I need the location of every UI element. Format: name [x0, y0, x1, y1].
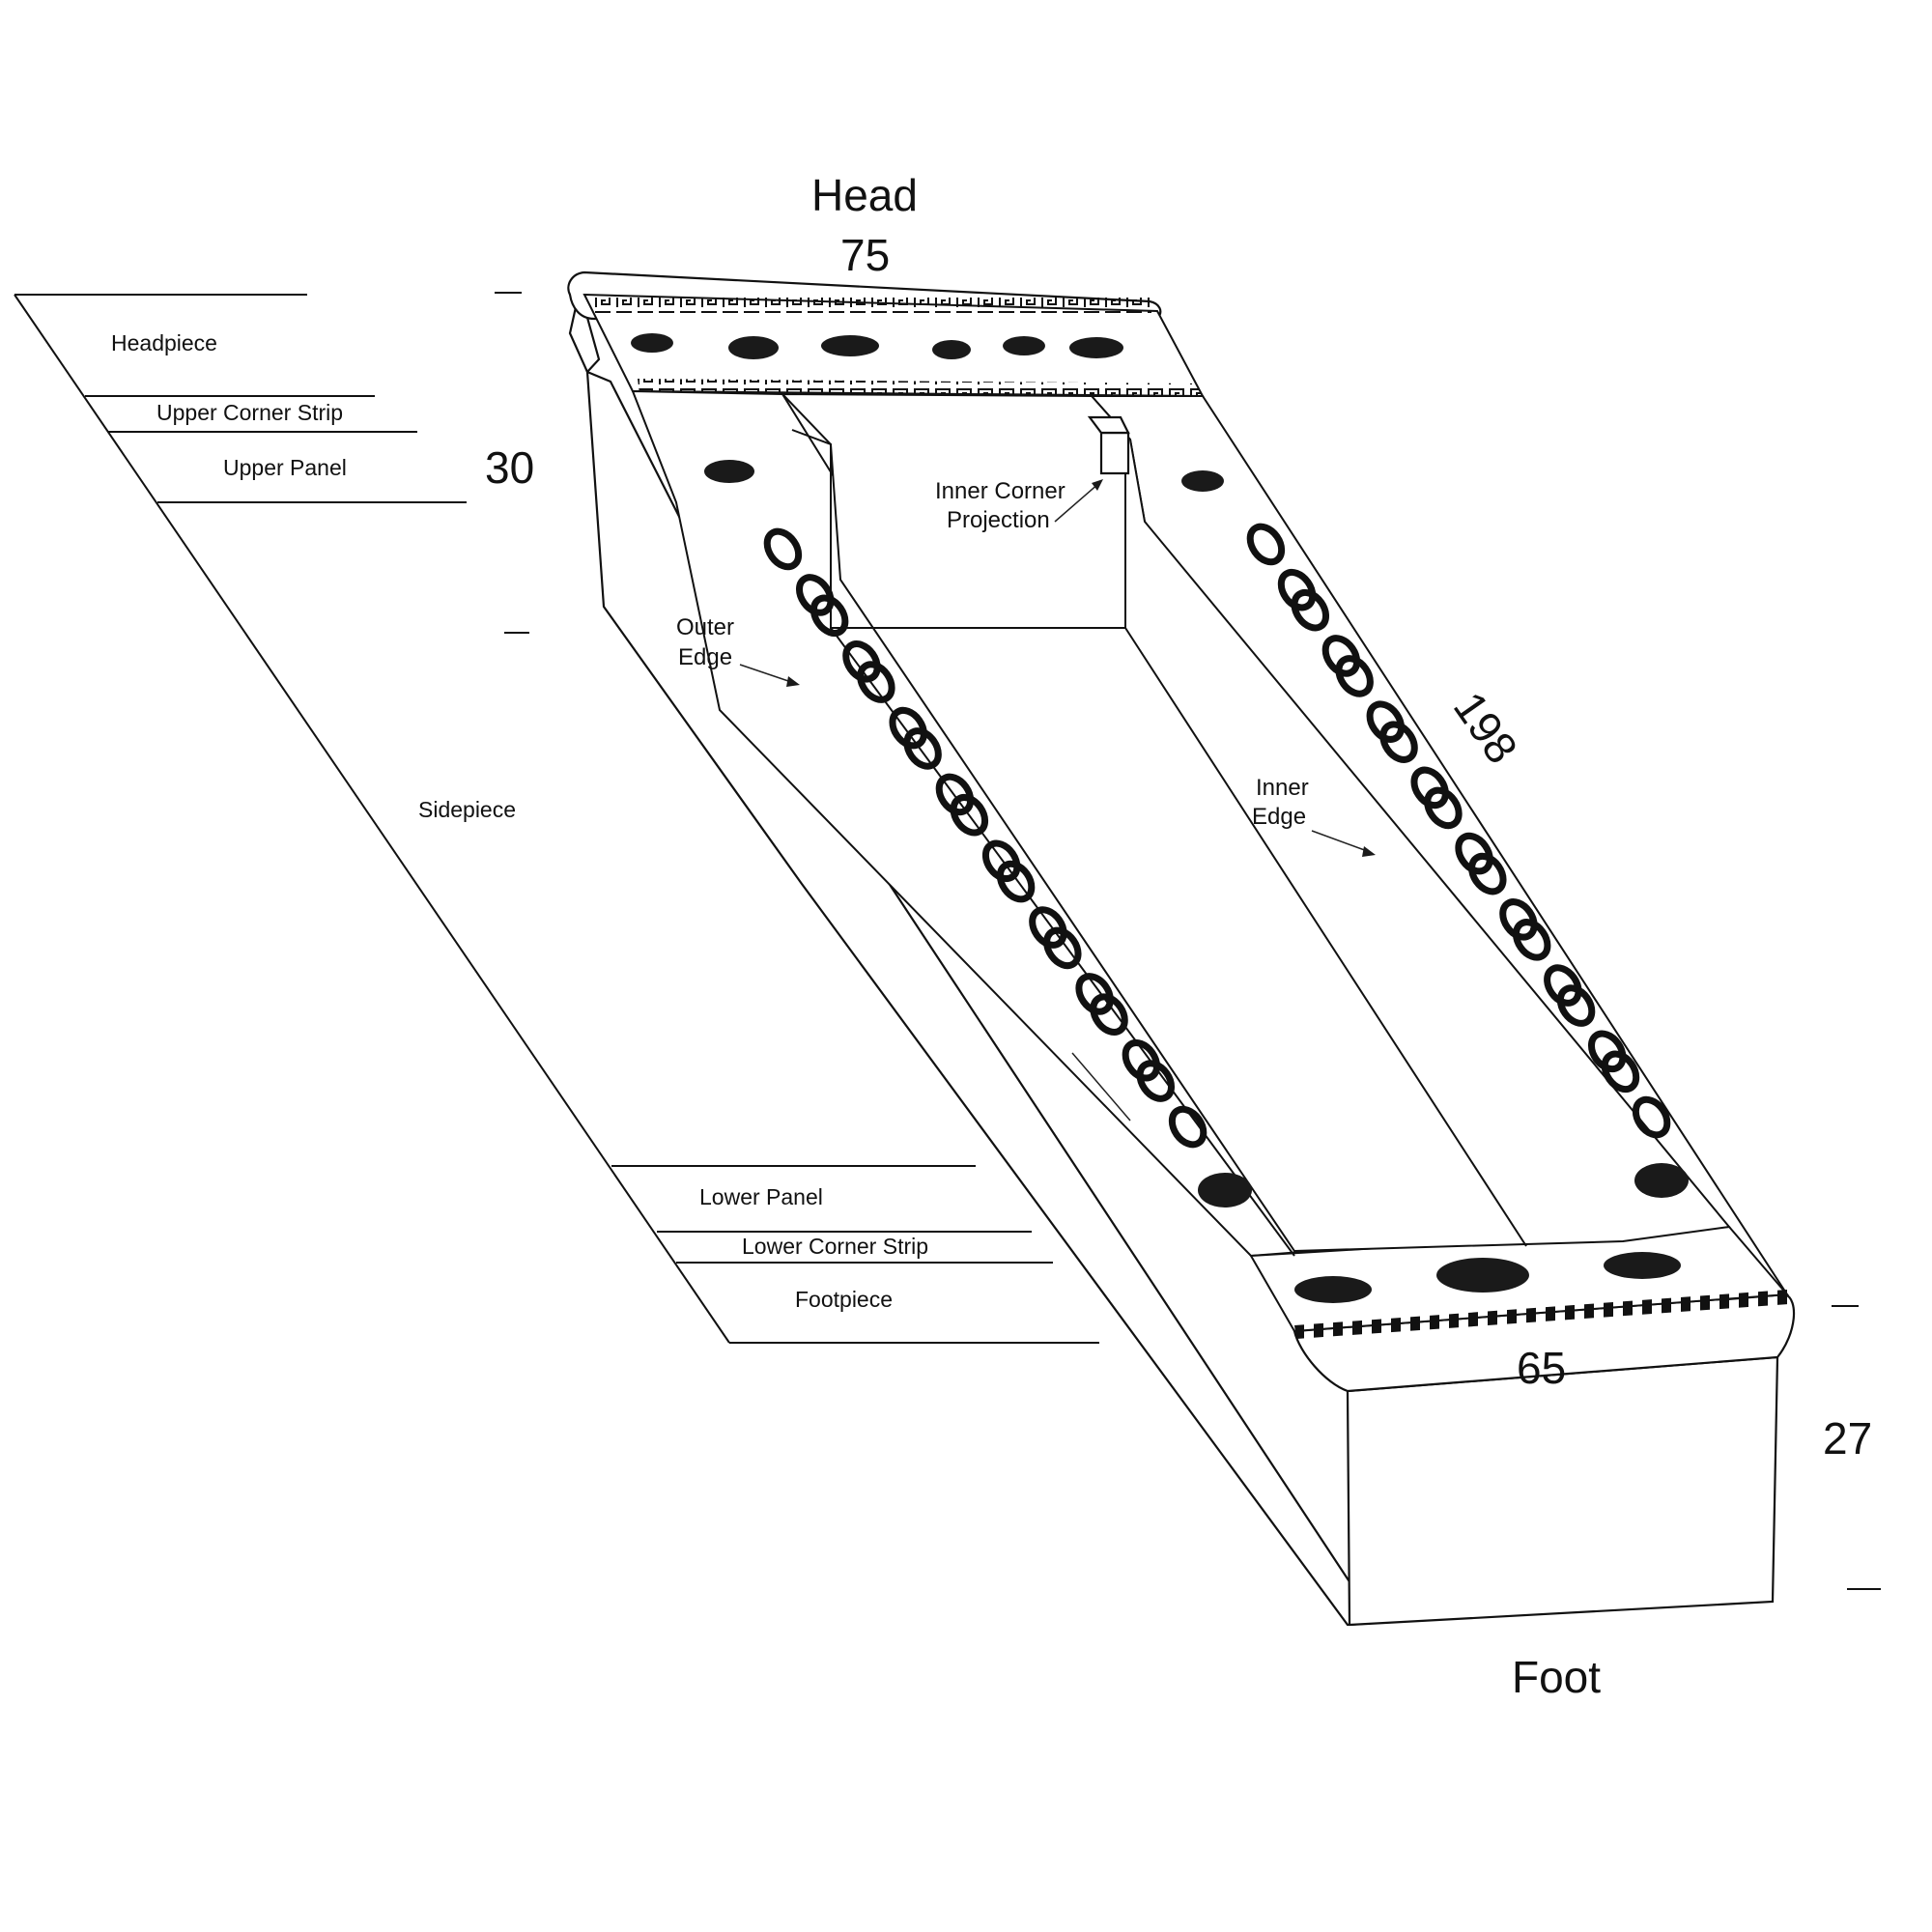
right-guilloche-loop — [1544, 964, 1582, 1007]
right-guilloche-loop — [1556, 984, 1596, 1027]
right-guilloche-loop — [1499, 898, 1538, 941]
right-guilloche-loop — [1468, 852, 1507, 895]
left-guilloche-loop — [763, 527, 803, 571]
foot-frieze-animal — [1294, 1276, 1372, 1303]
label-foot: Foot — [1512, 1652, 1601, 1702]
callout-inner-corner-line1: Inner Corner — [935, 478, 1065, 504]
callout-inner-corner-line2: Projection — [947, 507, 1050, 533]
label-headpiece: Headpiece — [111, 330, 217, 355]
part-leader-diagram: Headpiece Upper Corner Strip Upper Panel… — [14, 294, 1099, 1344]
label-head: Head — [811, 170, 918, 220]
right-guilloche-loop — [1291, 588, 1330, 632]
right-guilloche-loop — [1424, 786, 1463, 830]
lower-panel-animal — [1198, 1173, 1252, 1208]
leader-diagonal — [14, 294, 730, 1344]
head-frieze-figure — [1069, 337, 1123, 358]
right-guilloche-loop — [1246, 523, 1286, 566]
decoration — [631, 333, 1689, 1303]
left-guilloche-loop — [1136, 1060, 1176, 1102]
dimension-head-width: 75 — [840, 230, 890, 280]
sarcophagus-body — [567, 270, 1796, 1627]
left-guilloche-loop — [842, 640, 881, 683]
callout-outer-edge-arrowhead — [786, 676, 800, 687]
foot-molding — [1293, 1293, 1796, 1393]
callouts: Inner Corner Projection Outer Edge Inner… — [676, 478, 1376, 857]
inner-corner-projection-top — [1087, 415, 1130, 435]
left-guilloche-loop — [981, 839, 1021, 883]
label-lower-panel: Lower Panel — [699, 1184, 823, 1209]
callout-inner-edge-line1: Inner — [1256, 775, 1309, 801]
head-frieze-figure — [932, 340, 971, 359]
label-sidepiece: Sidepiece — [418, 797, 516, 822]
inner-corner-projection-block — [1099, 431, 1130, 475]
left-guilloche-loop — [1168, 1105, 1208, 1149]
label-upper-panel: Upper Panel — [223, 455, 347, 480]
upper-panel-animal — [704, 460, 754, 483]
foot-frieze-animal — [1436, 1258, 1529, 1293]
left-guilloche-loop — [1029, 906, 1067, 949]
label-upper-corner-strip: Upper Corner Strip — [156, 400, 343, 425]
dimension-length: 198 — [1444, 683, 1528, 773]
head-frieze-figure — [821, 335, 879, 356]
right-guilloche-loop — [1335, 655, 1374, 697]
callout-outer-edge-line1: Outer — [676, 614, 734, 640]
dimension-height-head: 30 — [485, 442, 534, 493]
top-rim — [582, 293, 1790, 1339]
right-guilloche-loop — [1601, 1050, 1640, 1094]
left-guilloche-loop — [1075, 973, 1114, 1015]
label-footpiece: Footpiece — [795, 1287, 893, 1312]
headpiece-meander-bottom — [638, 379, 1202, 397]
right-guilloche-loop — [1410, 766, 1449, 810]
head-frieze-figure — [631, 333, 673, 353]
foot-frieze-animal — [1604, 1252, 1681, 1279]
left-guilloche-loop — [1043, 926, 1082, 970]
label-lower-corner-strip: Lower Corner Strip — [742, 1234, 928, 1259]
left-guilloche-loop — [1090, 993, 1128, 1036]
lower-panel-animal — [1634, 1163, 1689, 1198]
footpiece-checker — [1294, 1290, 1789, 1339]
left-guilloche-loop — [810, 594, 849, 638]
right-guilloche-loop — [1277, 568, 1317, 611]
left-guilloche-loop — [950, 793, 989, 837]
callout-outer-edge-arrow — [739, 664, 795, 684]
left-guilloche-loop — [889, 706, 927, 750]
left-guilloche-loop — [857, 661, 895, 703]
callout-outer-edge-line2: Edge — [678, 644, 732, 670]
dimension-foot-width: 65 — [1517, 1343, 1566, 1393]
right-guilloche-loop — [1455, 832, 1493, 875]
right-guilloche-loop — [1379, 721, 1418, 763]
foot-front-face — [1346, 1355, 1779, 1627]
inner-shadow-line — [1071, 1052, 1131, 1122]
right-guilloche-loop — [1366, 700, 1406, 743]
right-guilloche-loop — [1587, 1030, 1627, 1073]
left-guilloche-loop — [795, 574, 835, 616]
left-guilloche-loop — [996, 860, 1036, 903]
callout-inner-edge-arrow — [1311, 830, 1371, 853]
left-guilloche-loop — [1122, 1038, 1161, 1082]
right-guilloche-loop — [1321, 635, 1361, 677]
right-guilloche-loop — [1512, 919, 1551, 961]
callout-inner-corner-arrow — [1054, 482, 1100, 523]
headpiece-meander-top — [591, 298, 1151, 313]
callout-inner-edge-line2: Edge — [1252, 804, 1306, 830]
left-guilloche-loop — [935, 773, 975, 816]
callout-inner-edge-arrowhead — [1362, 846, 1376, 857]
left-guilloche-loop — [903, 727, 942, 770]
dimension-height-foot: 27 — [1823, 1413, 1872, 1463]
inner-wall-left-top — [791, 429, 1125, 629]
inner-wall-right-edge — [1124, 627, 1527, 1247]
right-guilloche-loop — [1632, 1095, 1671, 1139]
head-frieze-figure — [1003, 336, 1045, 355]
head-frieze-figure — [728, 336, 779, 359]
upper-panel-animal — [1181, 470, 1224, 492]
callout-inner-corner-arrowhead — [1092, 479, 1103, 491]
